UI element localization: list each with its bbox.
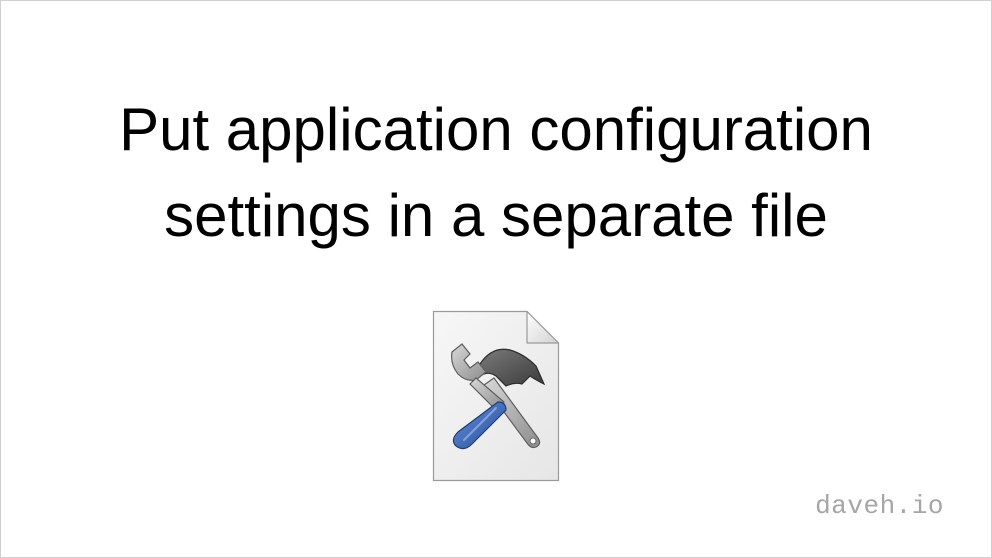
watermark-text: daveh.io xyxy=(815,491,944,521)
settings-file-icon xyxy=(432,310,560,482)
slide-title: Put application configuration settings i… xyxy=(1,87,991,259)
hammer-icon xyxy=(479,348,546,449)
wrench-icon xyxy=(451,343,507,450)
slide-title-line-1: Put application configuration xyxy=(119,96,873,163)
slide-title-line-2: settings in a separate file xyxy=(164,182,828,249)
